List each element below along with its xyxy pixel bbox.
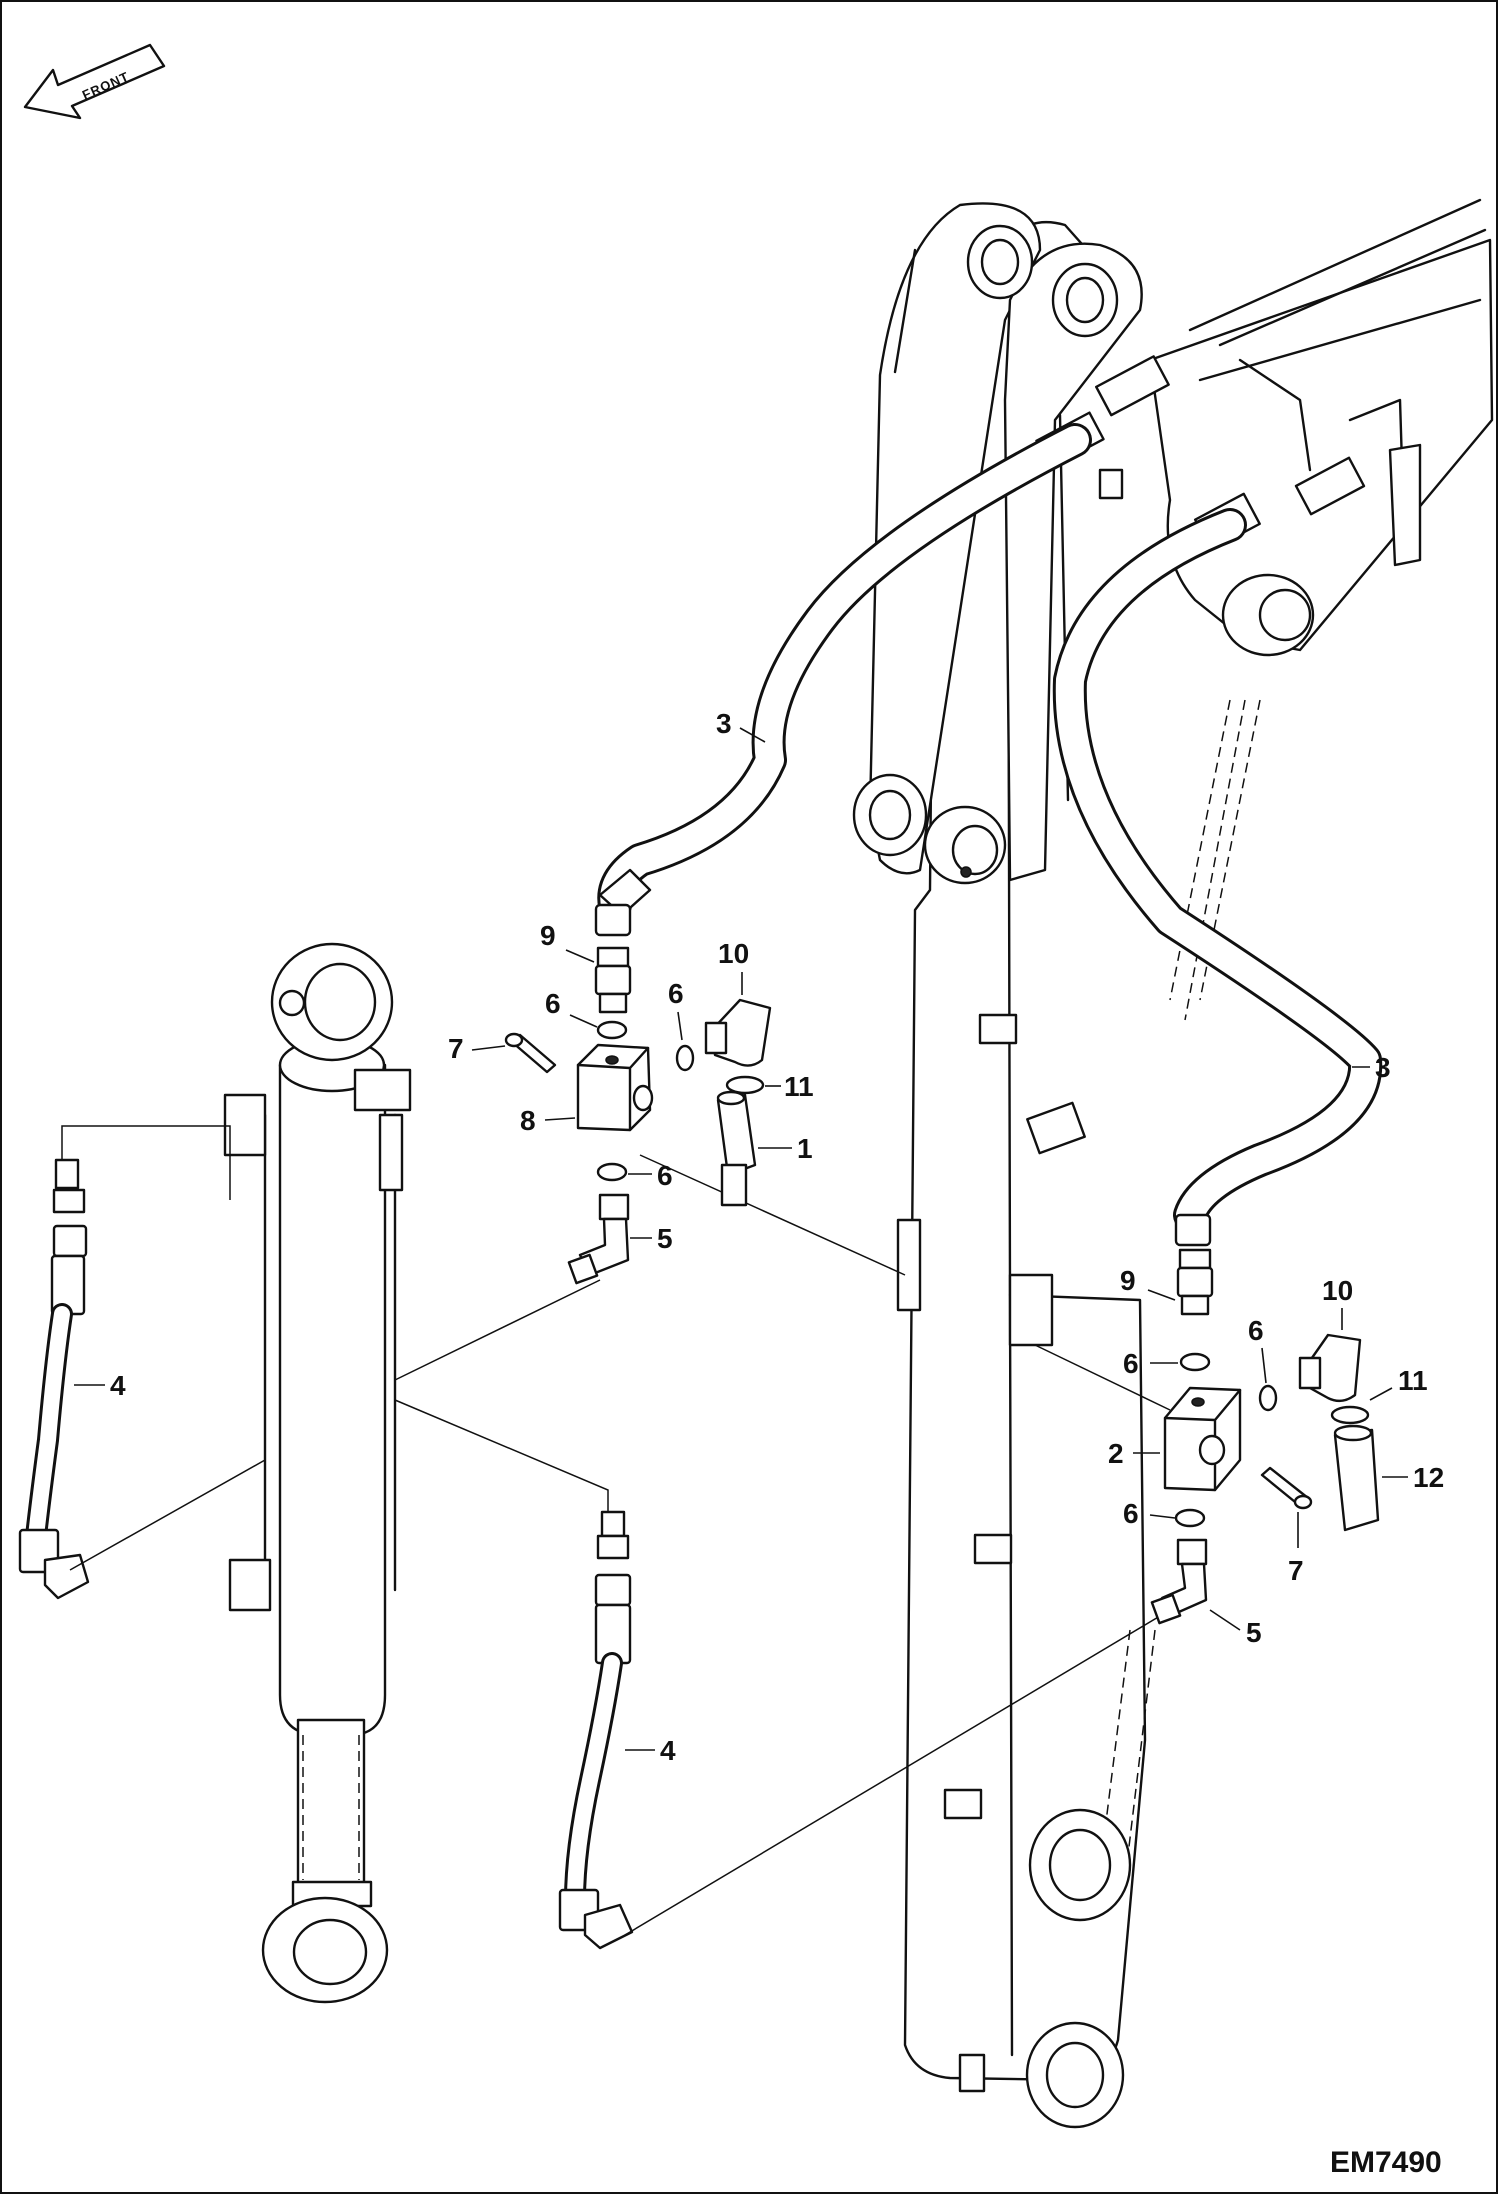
callout-label: 5	[1246, 1617, 1262, 1648]
callout-label: 11	[784, 1071, 814, 1102]
hose-4-left	[18, 1158, 90, 1600]
callout-label: 9	[1120, 1265, 1136, 1296]
callout-label: 5	[657, 1223, 673, 1254]
figure-id: EM7490	[1330, 2146, 1442, 2179]
callout-label: 6	[545, 988, 561, 1019]
lug-upper	[978, 1013, 1018, 1045]
callout-label: 9	[540, 920, 556, 951]
callout-label: 10	[1322, 1275, 1353, 1306]
callout-label: 2	[1108, 1438, 1124, 1469]
callout-label: 12	[1413, 1462, 1444, 1493]
connection-lines	[61, 1125, 1171, 1936]
callout-label: 6	[1248, 1315, 1264, 1346]
hydraulic-cylinder	[223, 942, 412, 2004]
valve-assembly-left	[504, 946, 772, 1285]
callouts: 10 6 9 6 7 8 11 1 6 5 3 4 4 3 9 6 6 10	[74, 708, 1444, 1766]
valve-assembly-right	[1150, 1248, 1380, 1625]
callout-label: 7	[448, 1033, 464, 1064]
callout-label: 6	[1123, 1348, 1139, 1379]
hose-3-left	[594, 423, 1092, 937]
hose-3-right	[1052, 508, 1383, 1247]
callout-label: 3	[716, 708, 732, 739]
callout-label: 6	[657, 1160, 673, 1191]
callout-label: 6	[1123, 1498, 1139, 1529]
callout-label: 4	[110, 1370, 126, 1401]
front-arrow-icon: FRONT	[23, 43, 166, 120]
callout-label: 3	[1375, 1052, 1391, 1083]
callout-label: 7	[1288, 1555, 1304, 1586]
callout-label: 1	[797, 1133, 813, 1164]
hose-4-right	[558, 1510, 634, 1950]
callout-label: 8	[520, 1105, 536, 1136]
callout-label: 10	[718, 938, 749, 969]
boom-arm	[852, 198, 1494, 2129]
callout-label: 4	[660, 1735, 676, 1766]
callout-label: 11	[1398, 1365, 1428, 1396]
callout-label: 6	[668, 978, 684, 1009]
